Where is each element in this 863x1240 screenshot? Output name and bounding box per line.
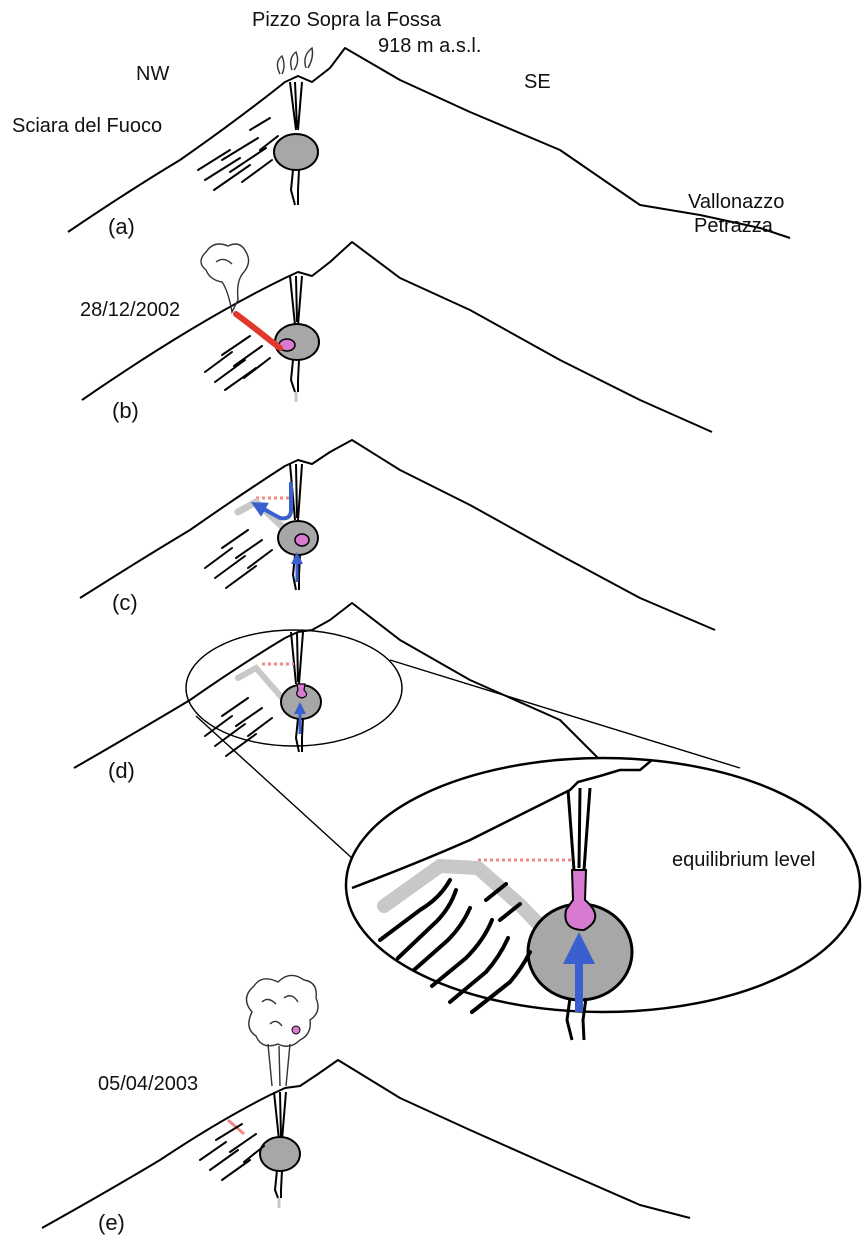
paroxysm-plume-icon (246, 975, 318, 1086)
panel-label-e: (e) (98, 1210, 125, 1235)
panel-label-d: (d) (108, 758, 135, 783)
sciara-hatching-c (205, 530, 272, 588)
conduit-a (290, 82, 302, 130)
petrazza-label: Petrazza (694, 215, 774, 237)
conduit-e (274, 1092, 286, 1140)
panel-label-c: (c) (112, 590, 138, 615)
sciara-hatching-a (198, 118, 278, 190)
volcano-profile-a (68, 48, 790, 238)
feeder-dike-b (291, 360, 299, 392)
panel-e: 05/04/2003 (e) (42, 975, 690, 1235)
conduit-d (291, 632, 303, 684)
volcano-profile-b (82, 242, 712, 432)
sciara-label: Sciara del Fuoco (12, 115, 162, 137)
date-label-e: 05/04/2003 (98, 1073, 198, 1095)
se-label: SE (524, 71, 551, 93)
date-label-b: 28/12/2002 (80, 299, 180, 321)
zoom-inset: equilibrium level (346, 758, 860, 1040)
feeder-dike-e (275, 1170, 282, 1198)
volcano-profile-c (80, 440, 715, 630)
panel-label-b: (b) (112, 398, 139, 423)
panel-a: Pizzo Sopra la Fossa 918 m a.s.l. NW SE … (12, 9, 790, 239)
elevation-label: 918 m a.s.l. (378, 35, 481, 57)
panel-c: (c) (80, 440, 715, 630)
ejecta-blob (292, 1026, 300, 1034)
lava-plume-icon (201, 244, 249, 312)
sciara-hatching-e (200, 1124, 264, 1180)
equilibrium-label: equilibrium level (672, 849, 815, 871)
panel-label-a: (a) (108, 214, 135, 239)
degassing-plume-icon (277, 48, 312, 74)
magma-blob-c (295, 534, 309, 546)
magma-blob-d (297, 684, 307, 698)
eruptive-fissure-b (236, 314, 280, 348)
panel-b: 28/12/2002 (b) (80, 242, 712, 432)
vallonazzo-label: Vallonazzo (688, 191, 784, 213)
magma-chamber-e (260, 1137, 300, 1171)
nw-label: NW (136, 63, 169, 85)
magma-chamber-a (274, 134, 318, 170)
drained-path-d (238, 668, 284, 700)
conduit-b (290, 276, 302, 325)
sciara-hatching-b (205, 336, 270, 390)
feeder-dike-a (291, 170, 299, 205)
summit-label: Pizzo Sopra la Fossa (252, 9, 442, 31)
zoom-line-top (390, 660, 740, 768)
volcano-profile-d (74, 603, 640, 775)
